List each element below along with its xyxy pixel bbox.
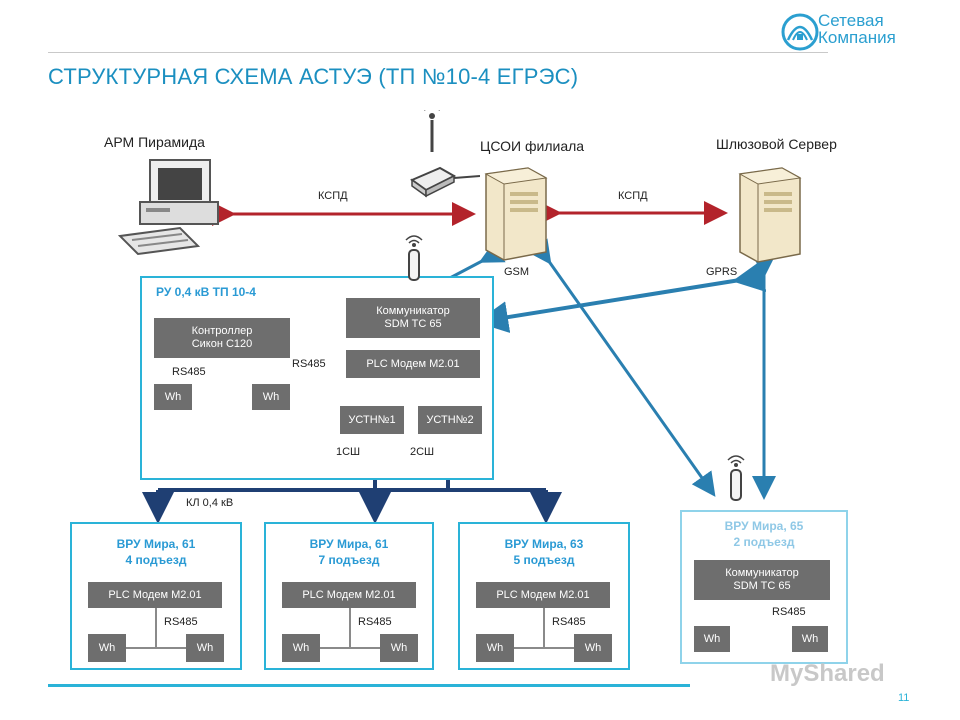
vru-title: ВРУ Мира, 61 (116, 537, 196, 551)
gsm-label: GSM (504, 266, 530, 278)
gateway-label: Шлюзовой Сервер (716, 136, 837, 152)
vru-title: ВРУ Мира, 61 (309, 537, 389, 551)
ustn2-box: УСТН№2 (418, 406, 482, 434)
busbar2-label: 2СШ (410, 446, 435, 458)
ru-title: РУ 0,4 кВ ТП 10-4 (156, 285, 256, 299)
vru65-communicator-box: Коммуникатор SDM TC 65 (694, 560, 830, 600)
page-number: 11 (898, 692, 910, 704)
rs485-label: RS485 (358, 616, 392, 628)
rs485-label: RS485 (164, 616, 198, 628)
header-divider (48, 52, 828, 53)
company-logo-text: Сетевая Компания (818, 12, 896, 46)
plc-modem-box: PLC Модем М2.01 (346, 350, 480, 378)
wh-meter: Wh (186, 634, 224, 662)
rs485-label-mid: RS485 (292, 358, 326, 370)
kl-label: КЛ 0,4 кВ (186, 497, 234, 509)
wh-meter: Wh (380, 634, 418, 662)
communicator-box: Коммуникатор SDM TC 65 (346, 298, 480, 338)
csoi-label: ЦСОИ филиала (480, 138, 585, 154)
kspd-right-label: КСПД (618, 190, 648, 202)
vru65-antenna-icon (727, 455, 745, 501)
wh-meter: Wh (694, 626, 730, 652)
rs485-label: RS485 (552, 616, 586, 628)
controller-box: Контроллер Сикон С120 (154, 318, 290, 358)
watermark: MyShared (770, 660, 885, 687)
ustn1-box: УСТН№1 (340, 406, 404, 434)
csoi-vru65-link (527, 238, 716, 497)
plc-modem-box: PLC Модем М2.01 (476, 582, 610, 608)
logo-line1: Сетевая (818, 11, 884, 30)
router-antenna-icon (410, 110, 480, 198)
plc-modem-box: PLC Модем М2.01 (282, 582, 416, 608)
workstation-icon (118, 159, 219, 256)
vru65-title: ВРУ Мира, 65 (724, 519, 804, 533)
wh-meter: Wh (574, 634, 612, 662)
vru-title: ВРУ Мира, 63 (504, 537, 584, 551)
gateway-server-icon (738, 167, 802, 263)
vru-subtitle: 7 подъезд (318, 553, 380, 567)
kspd-left-label: КСПД (318, 190, 348, 202)
wh-meter: Wh (154, 384, 192, 410)
plc-modem-box: PLC Модем М2.01 (88, 582, 222, 608)
slide-title: СТРУКТУРНАЯ СХЕМА АСТУЭ (ТП №10-4 ЕГРЭС) (48, 64, 579, 89)
arm-label: АРМ Пирамида (104, 134, 205, 150)
busbar1-label: 1СШ (336, 446, 361, 458)
rs485-label-left: RS485 (172, 366, 206, 378)
gprs-label: GPRS (706, 266, 738, 278)
vru-subtitle: 4 подъезд (125, 553, 187, 567)
rs485-label: RS485 (772, 606, 806, 618)
csoi-server-icon (484, 167, 548, 261)
vru-subtitle: 5 подъезд (513, 553, 575, 567)
logo-line2: Компания (818, 28, 896, 47)
wh-meter: Wh (88, 634, 126, 662)
wh-meter: Wh (792, 626, 828, 652)
ru-antenna-icon (405, 235, 423, 281)
company-logo-icon (781, 13, 819, 51)
wh-meter: Wh (282, 634, 320, 662)
vru65-subtitle: 2 подъезд (733, 535, 795, 549)
wh-meter: Wh (252, 384, 290, 410)
wh-meter: Wh (476, 634, 514, 662)
footer-bar (48, 684, 690, 687)
